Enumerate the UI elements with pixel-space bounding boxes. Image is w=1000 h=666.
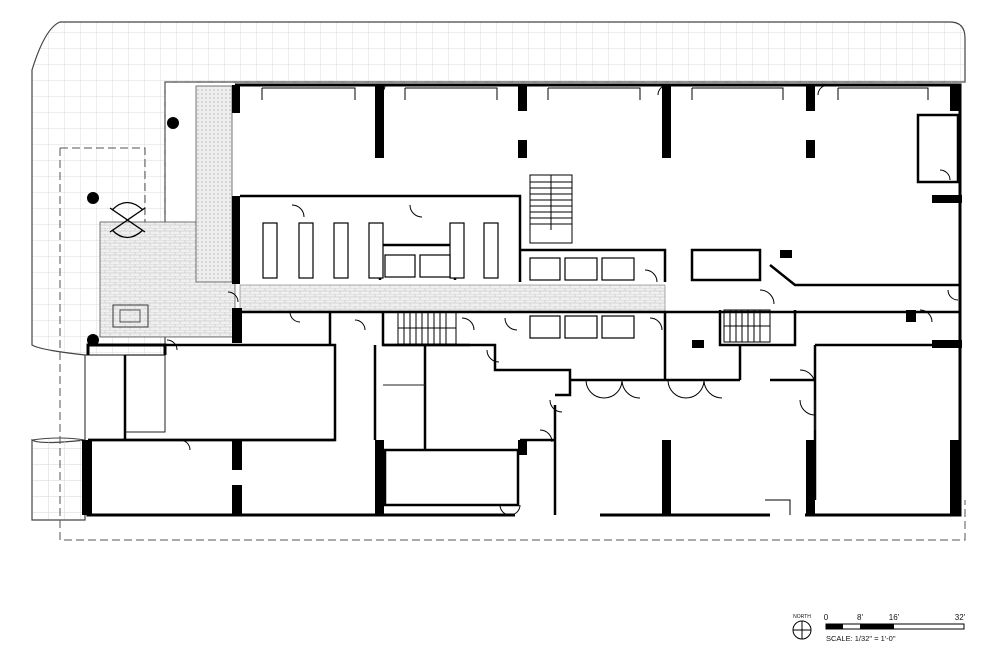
property-line xyxy=(59,81,966,541)
sidewalk-paving xyxy=(31,21,966,521)
entrance-plaza xyxy=(99,85,666,338)
column-icon xyxy=(87,334,99,346)
scale-text: SCALE: 1/32" = 1'-0" xyxy=(826,634,896,643)
scale-tick-16: 16' xyxy=(889,613,900,622)
scale-bar-icon: 0 8' 16' 32' xyxy=(824,613,966,630)
scale-tick-0: 0 xyxy=(824,613,829,622)
stair-icon xyxy=(397,311,457,345)
fixtures xyxy=(262,222,635,339)
scale-tick-32: 32' xyxy=(955,613,966,622)
stair-icon xyxy=(529,174,573,244)
stair-icon xyxy=(723,309,771,343)
revolving-door-icon xyxy=(109,201,146,239)
column-icon xyxy=(87,192,99,204)
north-arrow-icon xyxy=(792,620,812,640)
scale-tick-8: 8' xyxy=(857,613,863,622)
door-swing-icon xyxy=(166,84,959,516)
interior-walls xyxy=(88,113,960,515)
storefront-windows xyxy=(261,87,929,100)
round-columns xyxy=(87,117,179,346)
column-icon xyxy=(167,117,179,129)
fixture-lines xyxy=(125,354,816,433)
north-label: NORTH xyxy=(793,614,811,620)
legend: NORTH 0 8' 16' 32' SCALE: 1/32" = 1'-0" xyxy=(792,613,966,643)
